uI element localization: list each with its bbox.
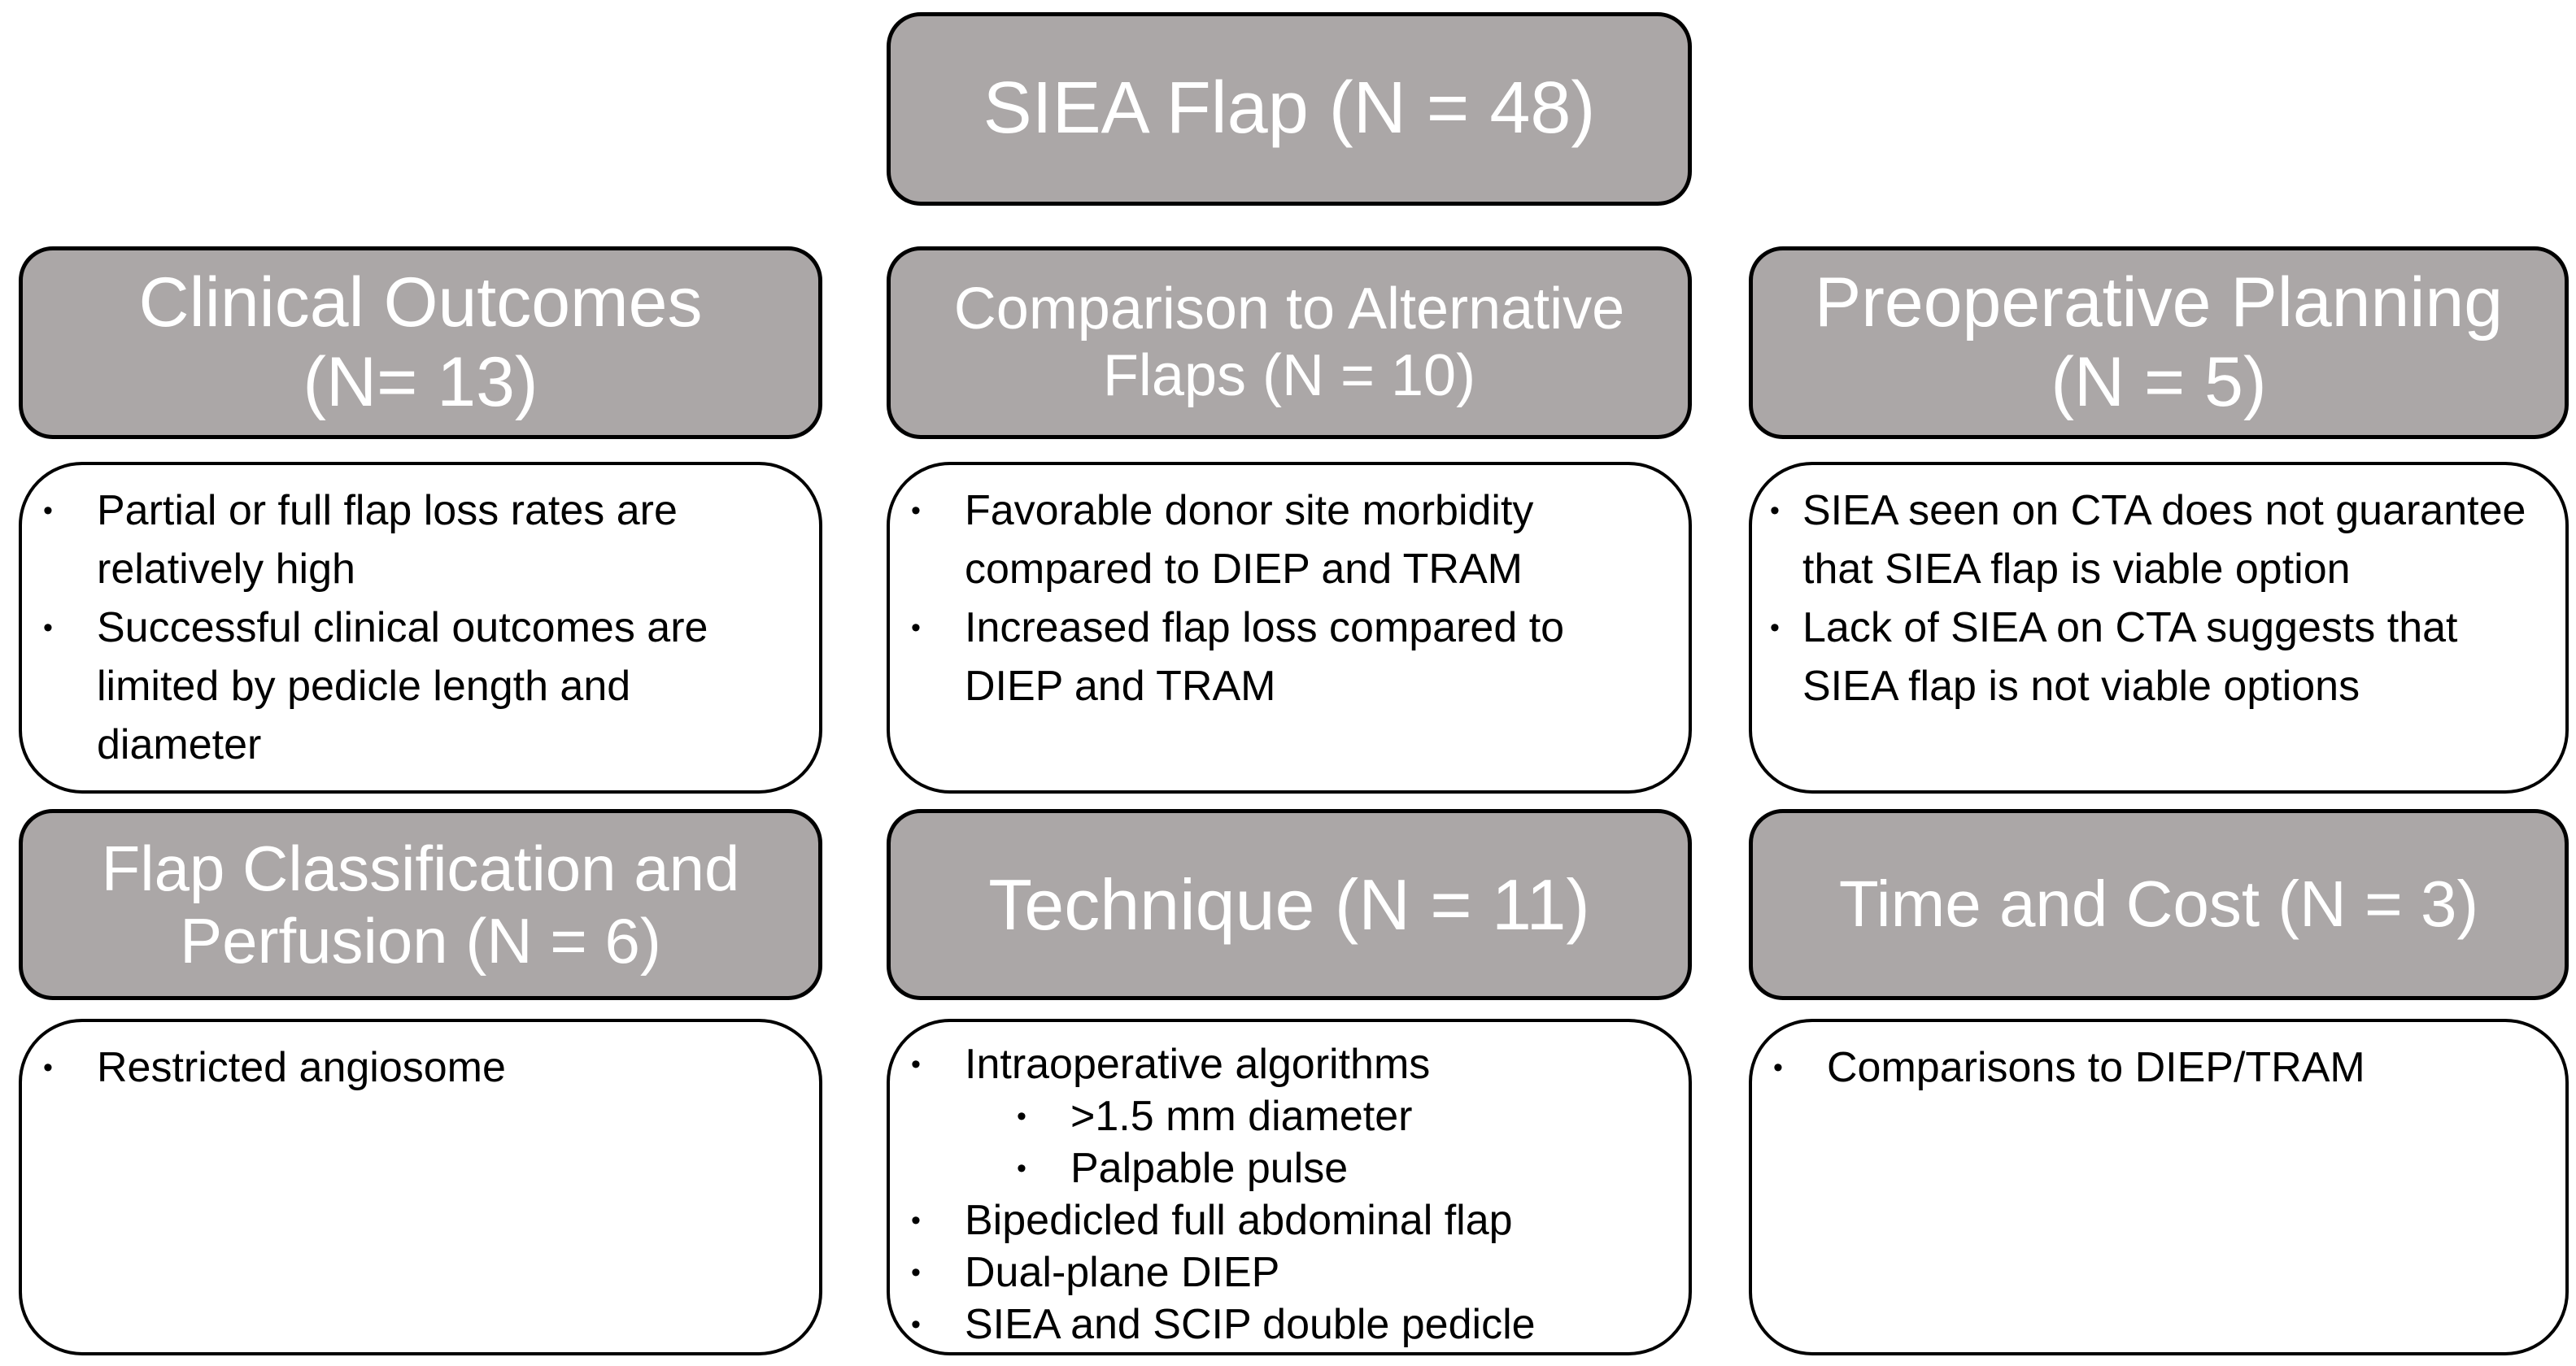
bullet-row: • Lack of SIEA on CTA suggests that SIEA… [1752, 598, 2565, 716]
sub-bullet-icon: • [1017, 1153, 1026, 1184]
bullet-text: SIEA seen on CTA does not guarantee that… [1802, 487, 2526, 593]
section-body-preoperative-planning: • SIEA seen on CTA does not guarantee th… [1749, 462, 2569, 794]
bullet-row: • SIEA and SCIP double pedicle [890, 1299, 1689, 1351]
bullet-text: SIEA and SCIP double pedicle [965, 1301, 1536, 1348]
bullet-text: Lack of SIEA on CTA suggests that SIEA f… [1802, 604, 2458, 710]
sub-bullet-row: • Palpable pulse [996, 1142, 1689, 1194]
section-header-preoperative-planning: Preoperative Planning (N = 5) [1749, 246, 2569, 439]
bullet-row: • Successful clinical outcomes are limit… [22, 598, 819, 774]
bullet-icon: • [911, 1309, 921, 1340]
bullet-text: Bipedicled full abdominal flap [965, 1197, 1513, 1244]
bullet-row: • Bipedicled full abdominal flap [890, 1194, 1689, 1246]
bullet-text: Intraoperative algorithms [965, 1041, 1431, 1088]
section-body-flap-classification-and-perfusion: • Restricted angiosome [19, 1019, 822, 1355]
figure-title-box: SIEA Flap (N = 48) [887, 12, 1692, 206]
bullet-icon: • [911, 1205, 921, 1236]
section-body-comparison-to-alternative-flaps: • Favorable donor site morbidity compare… [887, 462, 1692, 794]
section-header-technique: Technique (N = 11) [887, 809, 1692, 1000]
bullet-icon: • [1770, 495, 1780, 526]
bullet-text: Comparisons to DIEP/TRAM [1827, 1044, 2365, 1091]
bullet-icon: • [911, 612, 921, 643]
figure-title: SIEA Flap (N = 48) [983, 67, 1596, 150]
bullet-icon: • [1773, 1052, 1783, 1083]
section-header-time-and-cost: Time and Cost (N = 3) [1749, 809, 2569, 1000]
bullet-text: Increased flap loss compared to DIEP and… [965, 604, 1565, 710]
section-header-label: Flap Classification and Perfusion (N = 6… [101, 833, 740, 977]
bullet-text: Dual-plane DIEP [965, 1249, 1280, 1296]
section-body-time-and-cost: • Comparisons to DIEP/TRAM [1749, 1019, 2569, 1355]
section-body-clinical-outcomes: • Partial or full flap loss rates are re… [19, 462, 822, 794]
section-header-label: Clinical Outcomes (N= 13) [138, 263, 703, 421]
bullet-row: • Comparisons to DIEP/TRAM [1752, 1038, 2565, 1097]
section-header-label: Time and Cost (N = 3) [1838, 868, 2479, 941]
sub-bullet-text: Palpable pulse [1070, 1145, 1349, 1192]
bullet-icon: • [911, 1257, 921, 1288]
section-header-comparison-to-alternative-flaps: Comparison to Alternative Flaps (N = 10) [887, 246, 1692, 439]
bullet-text: Successful clinical outcomes are limited… [97, 604, 708, 768]
bullet-row: • Increased flap loss compared to DIEP a… [890, 598, 1689, 716]
section-body-technique: • Intraoperative algorithms • >1.5 mm di… [887, 1019, 1692, 1355]
bullet-row: • Partial or full flap loss rates are re… [22, 481, 819, 598]
bullet-row: • Favorable donor site morbidity compare… [890, 481, 1689, 598]
bullet-row: • Restricted angiosome [22, 1038, 819, 1097]
section-header-label: Technique (N = 11) [988, 864, 1590, 945]
section-header-clinical-outcomes: Clinical Outcomes (N= 13) [19, 246, 822, 439]
section-header-flap-classification-and-perfusion: Flap Classification and Perfusion (N = 6… [19, 809, 822, 1000]
bullet-icon: • [43, 1052, 53, 1083]
bullet-row: • SIEA seen on CTA does not guarantee th… [1752, 481, 2565, 598]
bullet-icon: • [1770, 612, 1780, 643]
section-header-label: Comparison to Alternative Flaps (N = 10) [953, 276, 1625, 408]
bullet-icon: • [43, 612, 53, 643]
bullet-icon: • [43, 495, 53, 526]
sub-bullet-text: >1.5 mm diameter [1070, 1093, 1413, 1140]
bullet-text: Restricted angiosome [97, 1044, 506, 1091]
bullet-icon: • [911, 495, 921, 526]
sub-bullet-icon: • [1017, 1101, 1026, 1132]
bullet-text: Partial or full flap loss rates are rela… [97, 487, 678, 593]
bullet-row: • Dual-plane DIEP [890, 1246, 1689, 1299]
bullet-row: • Intraoperative algorithms [890, 1038, 1689, 1090]
section-header-label: Preoperative Planning (N = 5) [1814, 263, 2504, 421]
bullet-icon: • [911, 1049, 921, 1080]
bullet-text: Favorable donor site morbidity compared … [965, 487, 1534, 593]
sub-bullet-row: • >1.5 mm diameter [996, 1090, 1689, 1142]
